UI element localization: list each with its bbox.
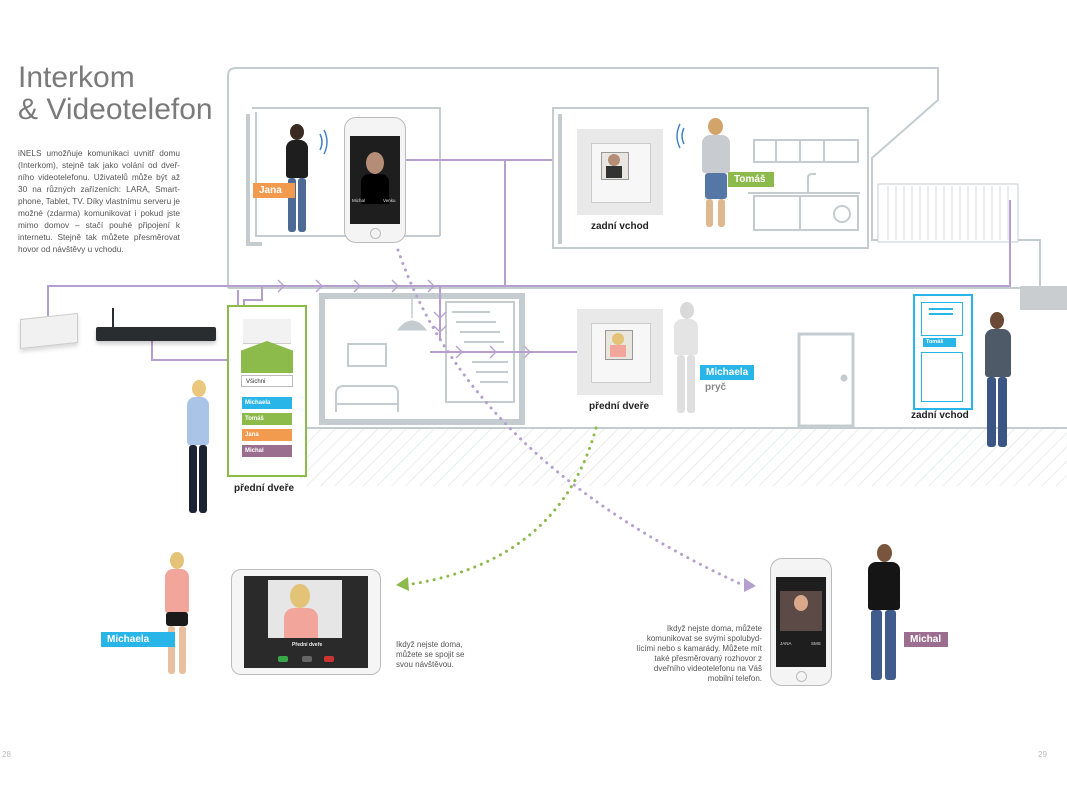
contact-button-tomas[interactable]: Tomáš xyxy=(242,413,292,425)
tablet-device: Přední dveře xyxy=(231,569,381,675)
dotted-path-tablet xyxy=(410,426,598,586)
label-predni-dvere-mid: přední dveře xyxy=(589,401,650,412)
bedroom xyxy=(319,293,525,425)
indoor-panel-middle xyxy=(577,309,663,395)
person-michaela-ghost xyxy=(668,302,708,414)
panel-banner xyxy=(241,341,293,373)
name-tag-michaela-top: Michaela xyxy=(700,365,754,380)
home-button[interactable] xyxy=(370,228,381,239)
tablet-accept-button[interactable] xyxy=(278,656,288,662)
garage-panel xyxy=(877,183,1019,243)
michaela-status: pryč xyxy=(705,382,727,393)
arrow-phone xyxy=(744,578,756,592)
tablet-caption: Přední dveře xyxy=(292,642,323,648)
filter-select[interactable]: Všichni xyxy=(241,375,293,387)
indoor-panel-top xyxy=(577,129,663,215)
antenna xyxy=(112,308,114,328)
name-tag-michal: Michal xyxy=(904,632,948,647)
name-tag-michaela-bottom: Michaela xyxy=(101,632,175,647)
contact-button-jana[interactable]: Jana xyxy=(242,429,292,441)
label-zadni-vchod-right: zadní vchod xyxy=(911,410,969,421)
phone-bottom-right: SMS xyxy=(811,641,821,646)
door xyxy=(797,332,855,428)
person-tomas xyxy=(696,118,736,230)
contact-button-michaela[interactable]: Michaela xyxy=(242,397,292,409)
right-wall-block xyxy=(1020,286,1067,310)
stairs xyxy=(445,301,515,403)
arrow-tablet xyxy=(396,577,409,591)
speaker-grille xyxy=(243,319,291,344)
gateway-device xyxy=(20,312,78,350)
phone-note: Ikdyž nejste doma, můžete komunikovat se… xyxy=(636,624,762,683)
page-title: Interkom & Videotelefon xyxy=(18,61,213,126)
phone-caller-right: Venku xyxy=(383,198,396,203)
kitchen xyxy=(748,139,860,231)
person-man-door xyxy=(976,312,1020,452)
page-number-right: 29 xyxy=(1038,750,1047,759)
smartphone-bottom: JANA SMS xyxy=(770,558,832,686)
ground-hatch xyxy=(300,428,1067,486)
home-button-bottom[interactable] xyxy=(796,671,807,682)
phone-bottom-left: JANA xyxy=(780,641,792,646)
switch-device xyxy=(96,327,216,341)
flow-arrows xyxy=(277,279,531,359)
phone-caller-left: Michal xyxy=(352,198,366,203)
intro-text: iNELS umožňuje komunikaci uvnitř domu (I… xyxy=(18,148,180,254)
room-tomas xyxy=(552,107,869,249)
person-michal xyxy=(860,544,908,684)
person-michaela-tablet xyxy=(158,552,198,676)
name-tag-tomas: Tomáš xyxy=(728,172,774,187)
contact-button-michal[interactable]: Michal xyxy=(242,445,292,457)
dotted-path-phone xyxy=(396,248,747,588)
garage-stripes xyxy=(887,186,1009,240)
smartphone-top: Michal Venku xyxy=(344,117,406,243)
label-predni-dvere-left: přední dveře xyxy=(234,483,295,494)
tablet-note: Ikdyž nejste doma, můžete se spojit se s… xyxy=(396,640,465,669)
wifi-icon xyxy=(319,123,685,155)
page-number-left: 28 xyxy=(2,750,11,759)
house-outline xyxy=(227,67,1041,288)
person-jana xyxy=(280,124,320,236)
panel-face-avatar xyxy=(608,154,620,166)
tablet-open-button[interactable] xyxy=(302,656,312,662)
intercom-panel: Všichni Michaela Tomáš Jana Michal xyxy=(227,305,307,477)
person-woman-panel xyxy=(180,380,220,518)
caller-avatar xyxy=(366,152,384,174)
label-zadni-vchod-top: zadní vchod xyxy=(591,221,649,232)
name-tag-jana: Jana xyxy=(253,183,295,198)
door-button-tomas[interactable]: Tomáš xyxy=(923,338,956,347)
tablet-decline-button[interactable] xyxy=(324,656,334,662)
door-station: Tomáš xyxy=(913,294,973,410)
